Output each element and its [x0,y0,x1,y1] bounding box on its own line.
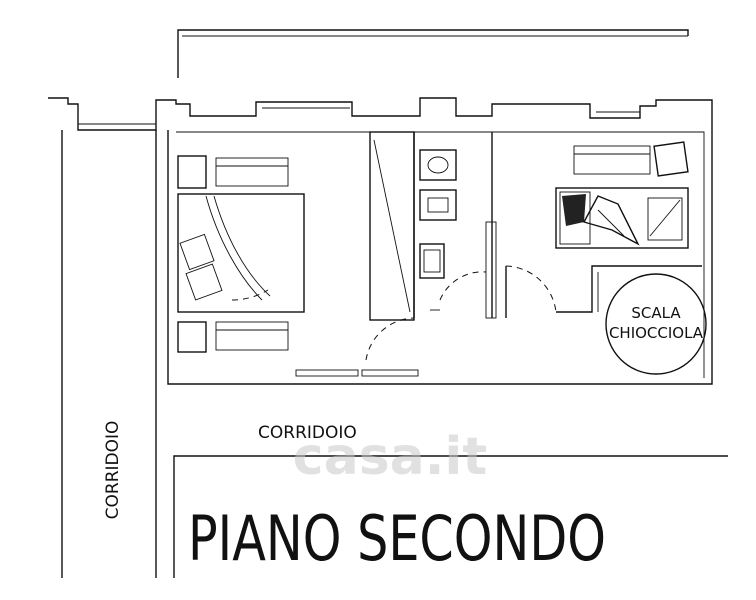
window-right [361,369,419,377]
stair-label-line1: SCALA [631,304,681,322]
floor-title: PIANO SECONDO [188,502,606,575]
window-left [295,369,359,377]
toilet [419,189,457,221]
interior-walls [369,131,702,321]
corridor-walls [61,130,728,578]
sink [419,243,445,279]
double-bed [177,193,305,313]
single-bed [555,187,689,249]
bench-bottom [215,321,289,351]
bench-top [215,157,289,187]
building-outline [48,29,713,385]
chair-right [653,141,689,177]
bidet [419,149,457,181]
nightstand-top [177,155,207,189]
spiral-staircase: SCALA CHIOCCIOLA [605,273,707,375]
watermark: casa.it [293,427,487,487]
bench-right [573,145,651,175]
corridor-label-horizontal: CORRIDOIO [258,423,357,443]
nightstand-bottom [177,321,207,353]
corridor-label-vertical: CORRIDOIO [103,421,123,520]
right-bedroom [555,141,689,249]
stair-label-line2: CHIOCCIOLA [609,324,704,342]
bathroom [419,149,457,279]
left-bedroom [177,155,305,353]
door-swings [231,265,557,361]
